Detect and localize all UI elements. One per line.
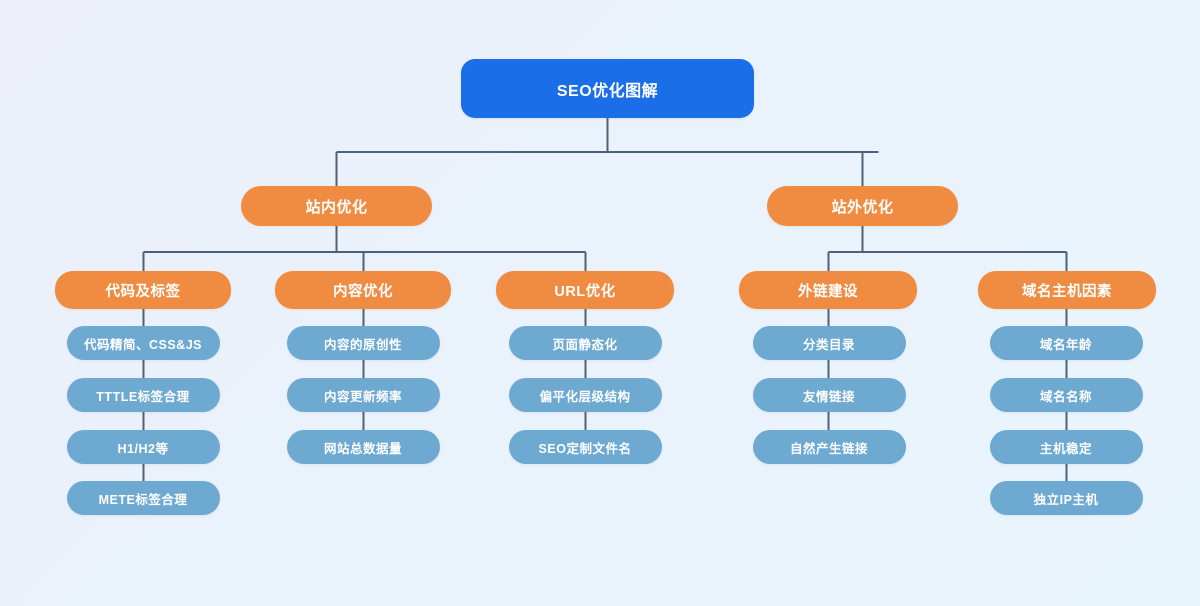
leaf-node[interactable]: 页面静态化 xyxy=(508,326,662,360)
leaf-node[interactable]: 自然产生链接 xyxy=(752,430,906,464)
leaf-node[interactable]: TTTLE标签合理 xyxy=(66,378,220,412)
leaf-node[interactable]: 代码精简、CSS&JS xyxy=(66,326,220,360)
branch-node-level3[interactable]: URL优化 xyxy=(496,271,674,309)
leaf-node[interactable]: 域名名称 xyxy=(989,378,1143,412)
leaf-node[interactable]: 内容更新频率 xyxy=(286,378,440,412)
leaf-node[interactable]: 友情链接 xyxy=(752,378,906,412)
branch-node-level3[interactable]: 内容优化 xyxy=(275,271,451,309)
leaf-node[interactable]: 偏平化层级结构 xyxy=(508,378,662,412)
leaf-node[interactable]: SEO定制文件名 xyxy=(508,430,662,464)
leaf-node[interactable]: 主机稳定 xyxy=(989,430,1143,464)
leaf-node[interactable]: 内容的原创性 xyxy=(286,326,440,360)
leaf-node[interactable]: METE标签合理 xyxy=(66,481,220,515)
root-node[interactable]: SEO优化图解 xyxy=(461,59,754,118)
branch-node-level2[interactable]: 站内优化 xyxy=(241,186,432,226)
leaf-node[interactable]: 域名年龄 xyxy=(989,326,1143,360)
branch-node-level3[interactable]: 域名主机因素 xyxy=(978,271,1156,309)
leaf-node[interactable]: H1/H2等 xyxy=(66,430,220,464)
leaf-node[interactable]: 网站总数据量 xyxy=(286,430,440,464)
leaf-node[interactable]: 独立IP主机 xyxy=(989,481,1143,515)
branch-node-level3[interactable]: 外链建设 xyxy=(739,271,917,309)
leaf-node[interactable]: 分类目录 xyxy=(752,326,906,360)
branch-node-level2[interactable]: 站外优化 xyxy=(767,186,958,226)
branch-node-level3[interactable]: 代码及标签 xyxy=(55,271,231,309)
